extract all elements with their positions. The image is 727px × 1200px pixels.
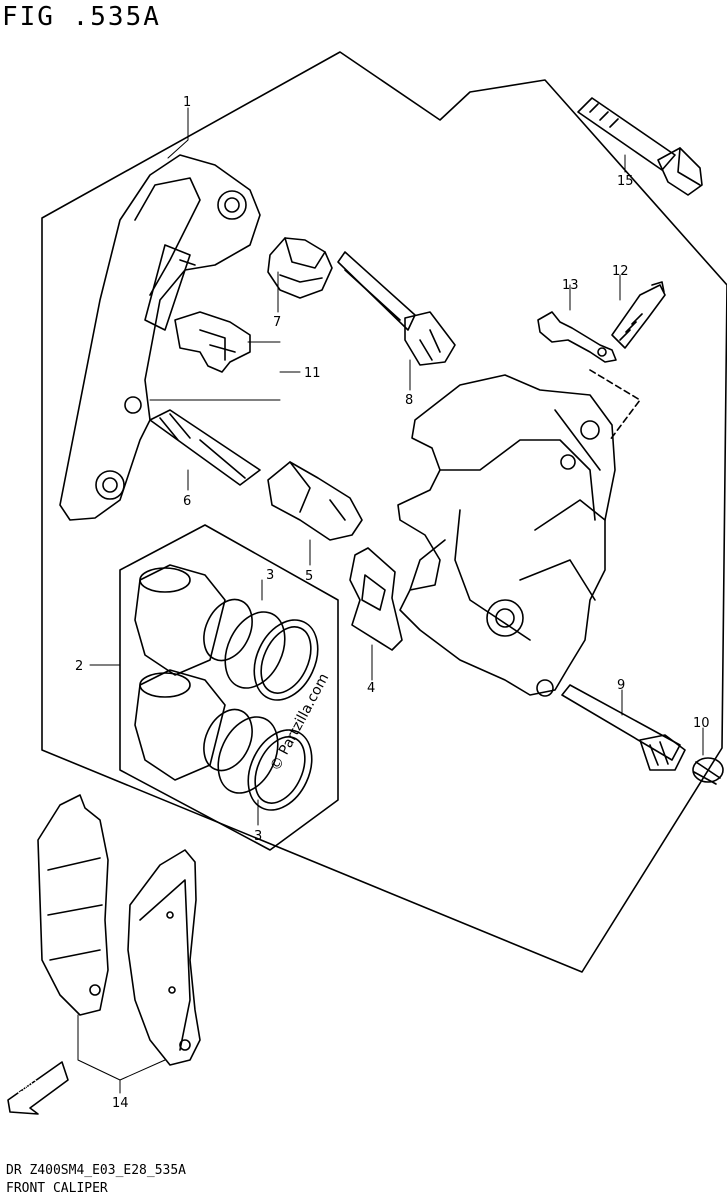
seal-set-upper	[203, 598, 319, 701]
bleeder-alignment-line	[589, 369, 641, 441]
slide-pin-lower	[149, 409, 261, 486]
piston-set-frame	[119, 524, 339, 851]
model-code: DR Z400SM4_E03_E28_535A	[6, 1163, 187, 1178]
slide-pin	[337, 251, 456, 366]
assembly-frame	[41, 51, 727, 973]
callout-9: 9	[617, 678, 625, 693]
callout-14: 14	[112, 1096, 129, 1111]
callout-6: 6	[183, 494, 191, 509]
figure-title: FIG .535A	[2, 2, 161, 32]
callout-3-upper: 3	[266, 568, 274, 583]
pin-spring	[692, 757, 724, 785]
watermark: © Partzilla.com	[267, 671, 332, 774]
caliper-pin	[561, 684, 686, 771]
caliper-body	[397, 374, 616, 697]
mounting-bolt	[577, 97, 703, 196]
brake-pad-right	[127, 849, 201, 1066]
callout-8: 8	[405, 393, 413, 408]
callout-10: 10	[693, 716, 710, 731]
callout-3-lower: 3	[254, 829, 262, 844]
callout-1: 1	[183, 95, 191, 110]
bleeder-cap	[537, 311, 617, 363]
callout-2: 2	[75, 659, 83, 674]
caliper-bracket	[59, 154, 261, 521]
pad-retainer	[349, 547, 403, 651]
figure-name: FRONT CALIPER	[6, 1181, 108, 1196]
brake-pad-left	[37, 794, 109, 1016]
callout-5: 5	[305, 569, 313, 584]
seal-set-lower	[203, 708, 313, 811]
fwd-arrow	[7, 1061, 69, 1115]
boot	[267, 237, 333, 299]
piston-upper	[134, 564, 226, 676]
callout-4: 4	[367, 681, 375, 696]
callout-11: 11	[304, 366, 321, 381]
callout-15: 15	[617, 174, 634, 189]
callout-13: 13	[562, 278, 579, 293]
callout-7: 7	[273, 315, 281, 330]
leader-lines	[77, 107, 704, 1094]
callout-12: 12	[612, 264, 629, 279]
bleeder-valve	[611, 281, 666, 349]
boot-lower	[267, 461, 363, 541]
fwd-label: FWD	[16, 1077, 42, 1099]
pad-spring	[174, 311, 251, 373]
